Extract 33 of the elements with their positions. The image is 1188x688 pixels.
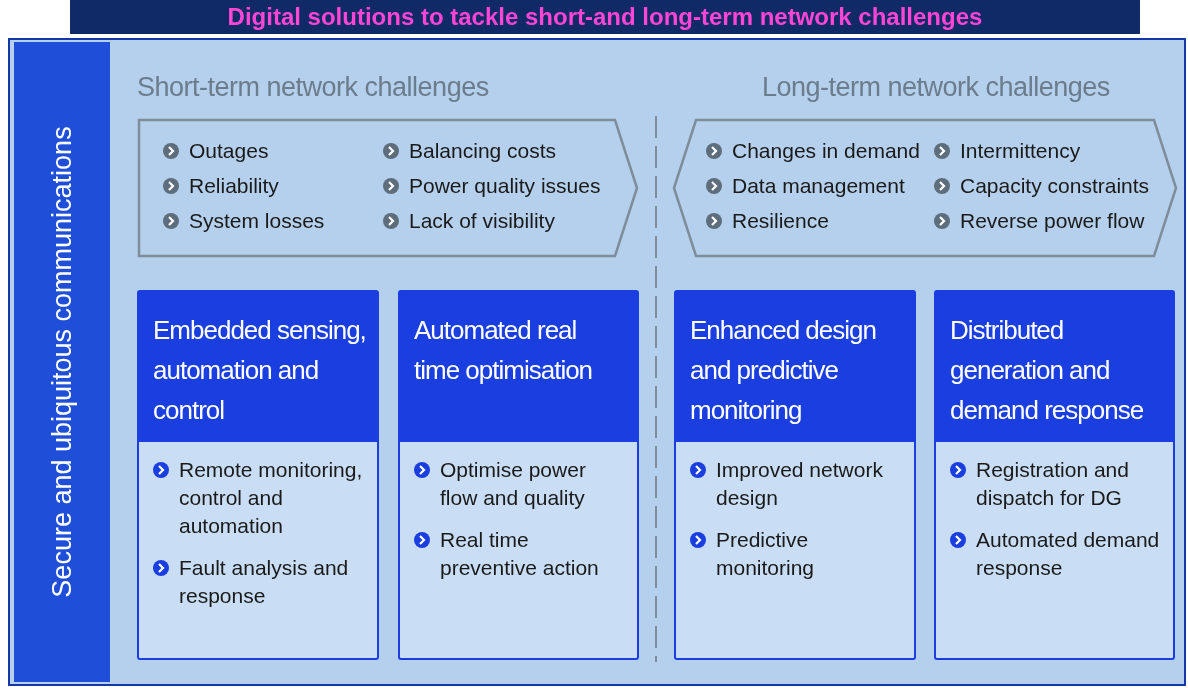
challenge-item: System losses — [189, 208, 325, 233]
solution-card — [674, 290, 916, 660]
side-band — [14, 42, 110, 682]
solution-item: Registration and dispatch for DG — [976, 457, 1130, 511]
band-label: Secure and ubiquitous communications — [46, 126, 78, 598]
challenge-item: Data management — [732, 173, 905, 198]
solution-item: Optimise power flow and quality — [440, 457, 587, 511]
card-heading: Embedded sensing, automation and control — [139, 292, 377, 442]
challenge-item: Resilience — [732, 208, 829, 233]
section-heading: Short-term network challenges — [137, 72, 489, 103]
challenge-item: Changes in demand — [732, 138, 920, 163]
challenge-item: Reliability — [189, 173, 279, 198]
section-heading: Long-term network challenges — [762, 72, 1110, 103]
solution-item: Fault analysis and response — [179, 555, 350, 609]
solution-item: Improved network design — [716, 457, 884, 511]
solution-card — [137, 290, 379, 660]
solution-card — [934, 290, 1175, 660]
challenge-item: Reverse power flow — [960, 208, 1145, 233]
challenge-item: Capacity constraints — [960, 173, 1150, 198]
challenge-item: Power quality issues — [409, 173, 601, 198]
card-heading: Automated real time optimisation — [400, 292, 637, 442]
challenge-item: Lack of visibility — [409, 208, 555, 233]
solution-item: Real time preventive action — [440, 527, 600, 581]
challenge-item: Outages — [189, 138, 269, 163]
card-heading: Enhanced design and predictive monitoring — [676, 292, 914, 442]
solution-item: Remote monitoring, control and automation — [179, 457, 364, 539]
solution-card — [398, 290, 639, 660]
solution-item: Predictive monitoring — [716, 527, 816, 581]
solution-item: Automated demand response — [976, 527, 1161, 581]
challenge-item: Balancing costs — [409, 138, 557, 163]
title-bar: Digital solutions to tackle short-and long-term network challenges — [70, 0, 1140, 34]
card-heading: Distributed generation and demand response — [936, 292, 1173, 442]
challenge-item: Intermittency — [960, 138, 1081, 163]
